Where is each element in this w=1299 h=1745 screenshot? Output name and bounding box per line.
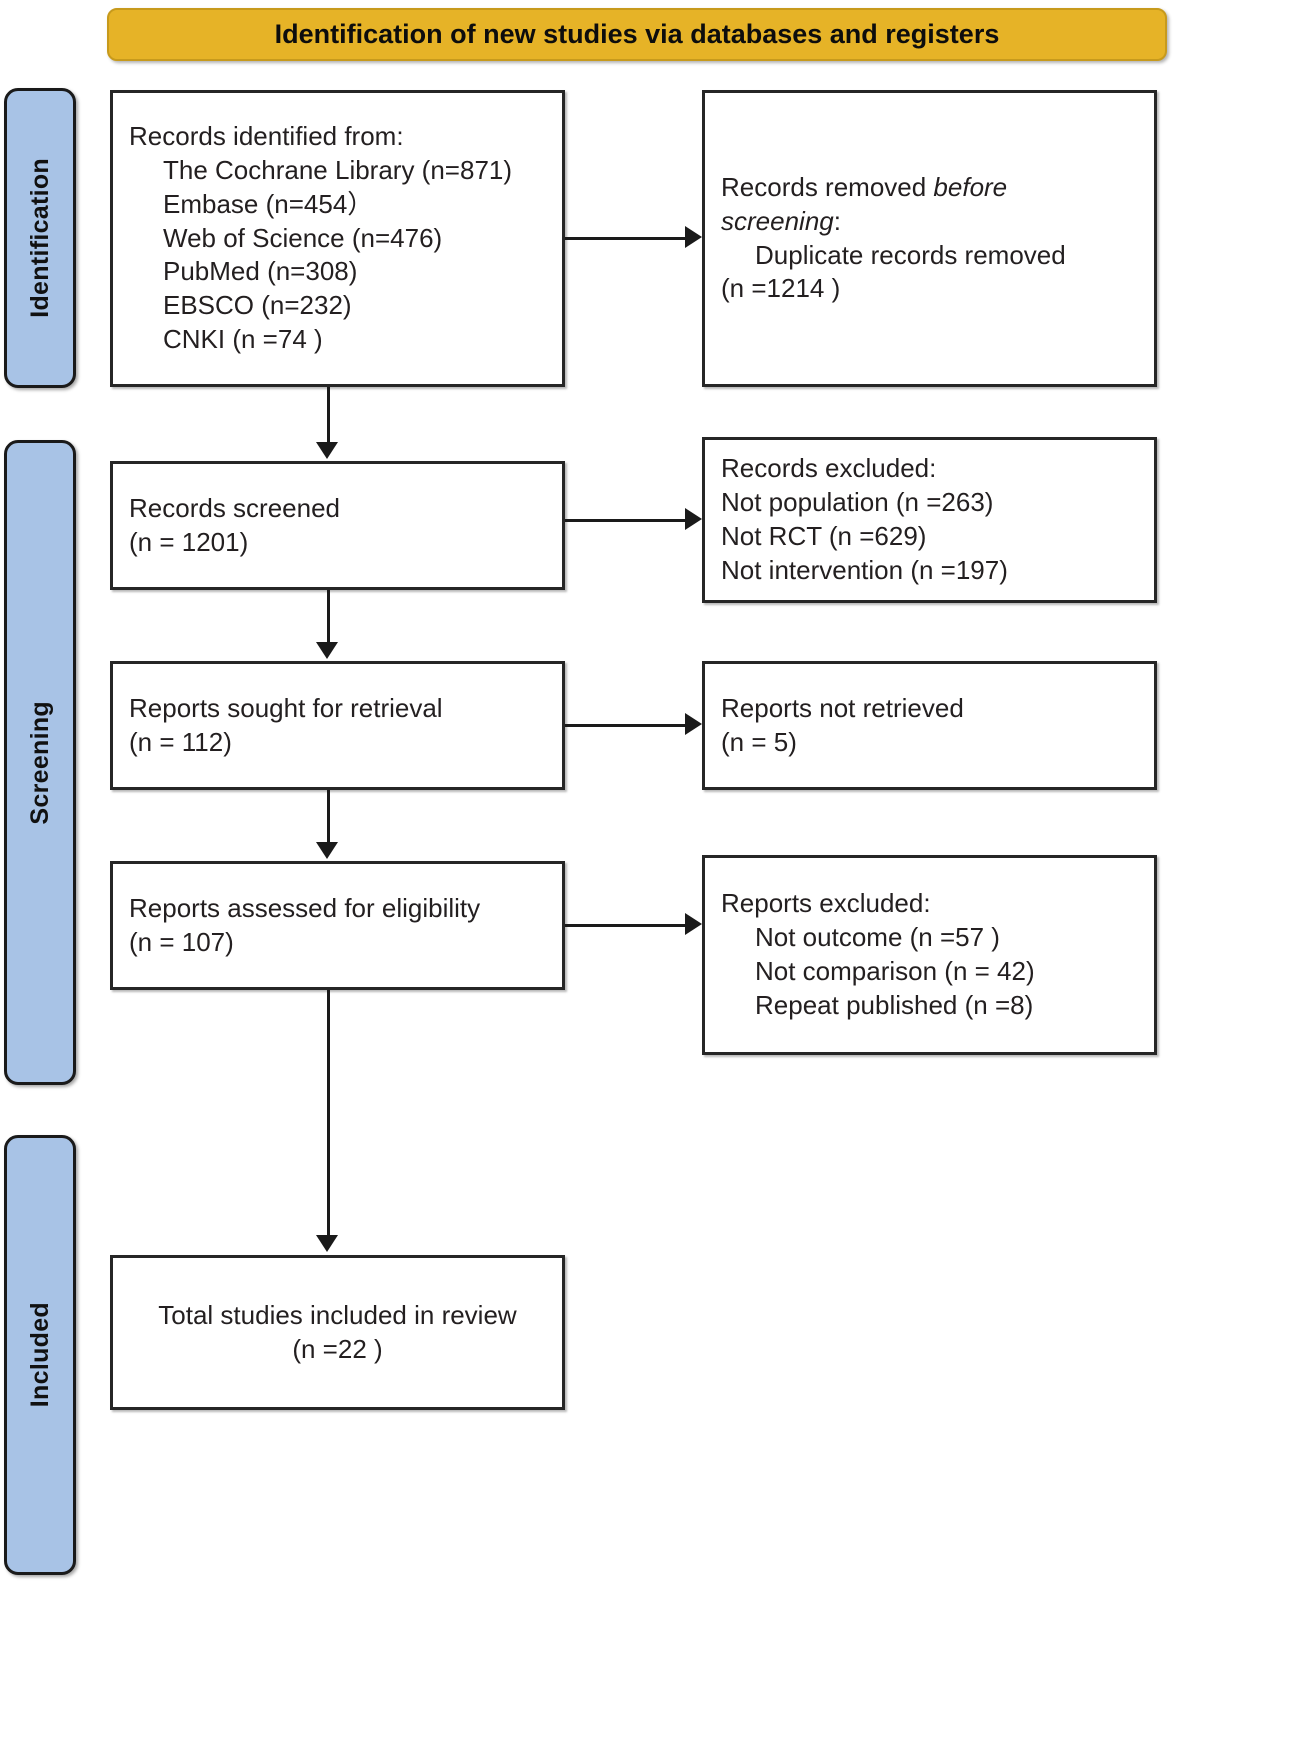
box-reports-assessed-for-eligibility: Reports assessed for eligibility (n = 10…: [110, 861, 565, 990]
box-line: (n = 107): [129, 926, 234, 957]
connector-screened-to-excluded: [565, 508, 720, 533]
box-line: Not population (n =263): [721, 487, 994, 518]
stage-tab-included-label: Included: [25, 1302, 54, 1408]
box-line: Duplicate records removed: [755, 239, 1066, 270]
connector-screened-to-sought: [316, 590, 341, 662]
box-line: Reports not retrieved: [721, 692, 964, 723]
box-line: (n = 5): [721, 726, 797, 757]
box-reports-excluded: Reports excluded: Not outcome (n =57 ) N…: [702, 855, 1157, 1055]
box-reports-sought-for-retrieval: Reports sought for retrieval (n = 112): [110, 661, 565, 790]
box-line: The Cochrane Library (n=871): [163, 155, 513, 185]
box-line: PubMed (n=308): [163, 256, 358, 287]
box-records-screened: Records screened (n = 1201): [110, 461, 565, 590]
box-line: (n = 1201): [129, 526, 249, 557]
connector-sought-to-not-retrieved: [565, 713, 720, 738]
banner-title: Identification of new studies via databa…: [274, 19, 1000, 49]
stage-tab-identification-label: Identification: [25, 158, 54, 318]
box-line: Records screened: [129, 492, 340, 523]
stage-tab-included: Included: [4, 1135, 76, 1575]
connector-shaft: [327, 990, 330, 1238]
arrow-head-right: [685, 508, 702, 530]
box-line: CNKI (n =74 ): [163, 323, 323, 354]
arrow-head-right: [685, 913, 702, 935]
connector-identified-to-screened: [316, 387, 341, 462]
box-line: Web of Science (n=476): [163, 222, 443, 253]
connector-shaft: [327, 387, 330, 445]
box-line: Reports excluded:: [721, 888, 931, 919]
box-line: Not RCT (n =629): [721, 521, 927, 551]
connector-assessed-to-total-included: [316, 990, 341, 1255]
box-line: (n =1214 ): [721, 273, 841, 304]
box-line: Records removed before: [721, 171, 1138, 205]
arrow-head-right: [685, 226, 702, 248]
banner-identification-header: Identification of new studies via databa…: [107, 8, 1167, 61]
box-line: Repeat published (n =8): [755, 989, 1034, 1020]
box-line: Embase (n=454）: [163, 188, 374, 219]
stage-tab-identification: Identification: [4, 88, 76, 388]
box-line: (n = 112): [129, 726, 232, 757]
box-reports-not-retrieved: Reports not retrieved (n = 5): [702, 661, 1157, 790]
connector-shaft: [565, 237, 687, 240]
removed-lead-colon: :: [833, 205, 841, 236]
connector-shaft: [565, 519, 687, 522]
box-line: Reports sought for retrieval: [129, 692, 443, 723]
removed-lead-italic-before: before: [933, 171, 1008, 202]
connector-identified-to-removed: [565, 226, 720, 251]
box-line: Reports assessed for eligibility: [129, 892, 481, 923]
arrow-head-right: [685, 713, 702, 735]
stage-tab-screening-label: Screening: [25, 700, 54, 825]
stage-tab-screening: Screening: [4, 440, 76, 1085]
connector-shaft: [565, 724, 687, 727]
connector-sought-to-assessed: [316, 790, 341, 862]
box-line: Not intervention (n =197): [721, 554, 1008, 585]
box-line: screening:: [721, 205, 1138, 239]
box-line: Not outcome (n =57 ): [755, 922, 1000, 953]
connector-assessed-to-excluded: [565, 913, 720, 938]
box-line: EBSCO (n=232): [163, 290, 352, 321]
arrow-head-down: [316, 1235, 338, 1252]
box-total-studies-included: Total studies included in review (n =22 …: [110, 1255, 565, 1410]
removed-lead-italic-screening: screening: [721, 205, 834, 236]
box-line: (n =22 ): [292, 1333, 383, 1364]
box-line: Total studies included in review: [158, 1299, 517, 1330]
removed-lead-plain: Records removed: [721, 171, 934, 202]
arrow-head-down: [316, 842, 338, 859]
box-records-identified: Records identified from: The Cochrane Li…: [110, 90, 565, 387]
connector-shaft: [327, 590, 330, 645]
connector-shaft: [327, 790, 330, 845]
box-line: Records identified from:: [129, 121, 404, 152]
box-line: Records excluded:: [721, 453, 937, 484]
box-line: Not comparison (n = 42): [755, 956, 1035, 986]
box-records-removed-before-screening: Records removed before screening: Duplic…: [702, 90, 1157, 387]
arrow-head-down: [316, 442, 338, 459]
arrow-head-down: [316, 642, 338, 659]
connector-shaft: [565, 924, 687, 927]
box-records-excluded: Records excluded: Not population (n =263…: [702, 437, 1157, 603]
